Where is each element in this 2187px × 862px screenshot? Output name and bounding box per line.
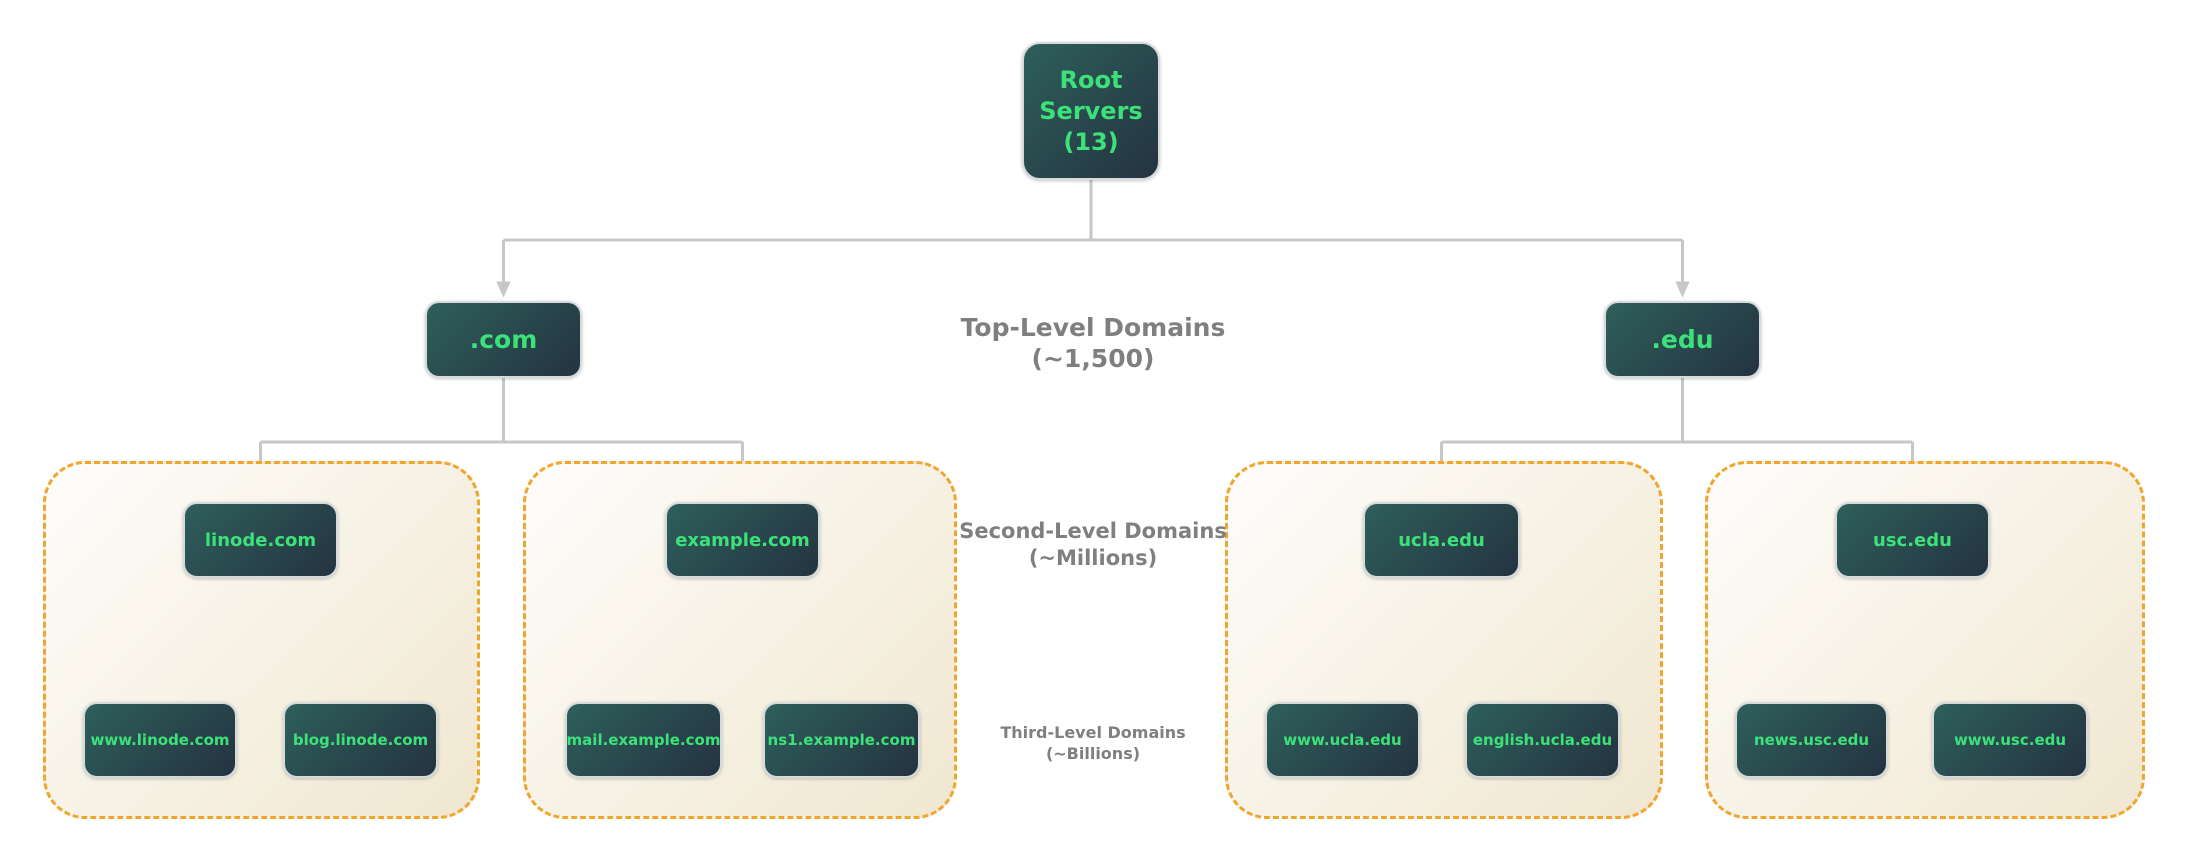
node-root-servers: Root Servers (13): [1022, 42, 1160, 180]
node-www-linode-com: www.linode.com: [83, 702, 237, 778]
node-news-usc-edu: news.usc.edu: [1735, 702, 1888, 778]
node-english-ucla-edu: english.ucla.edu: [1465, 702, 1620, 778]
level-label-subtitle: (~1,500): [1031, 344, 1155, 373]
node-mail-example-com: mail.example.com: [565, 702, 722, 778]
level-label-title: Third-Level Domains: [1000, 723, 1186, 742]
connector-edu-split: [1441, 378, 1913, 444]
node-www-usc-edu: www.usc.edu: [1932, 702, 2088, 778]
level-label-second-level: Second-Level Domains (~Millions): [893, 518, 1293, 572]
node-tld-edu: .edu: [1604, 301, 1761, 378]
level-label-subtitle: (~Billions): [1045, 744, 1141, 763]
node-ns1-example-com: ns1.example.com: [763, 702, 920, 778]
level-label-title: Second-Level Domains: [959, 519, 1227, 543]
node-ucla-edu: ucla.edu: [1363, 502, 1520, 578]
node-blog-linode-com: blog.linode.com: [283, 702, 438, 778]
node-example-com: example.com: [665, 502, 820, 578]
node-usc-edu: usc.edu: [1835, 502, 1990, 578]
node-www-ucla-edu: www.ucla.edu: [1265, 702, 1420, 778]
connector-com-split: [260, 378, 743, 444]
node-tld-com: .com: [425, 301, 582, 378]
node-linode-com: linode.com: [183, 502, 338, 578]
level-label-third-level: Third-Level Domains (~Billions): [893, 722, 1293, 764]
connector-root-split: [503, 180, 1683, 242]
level-label-title: Top-Level Domains: [960, 313, 1226, 342]
level-label-subtitle: (~Millions): [1028, 546, 1158, 570]
level-label-top-level: Top-Level Domains (~1,500): [893, 312, 1293, 374]
